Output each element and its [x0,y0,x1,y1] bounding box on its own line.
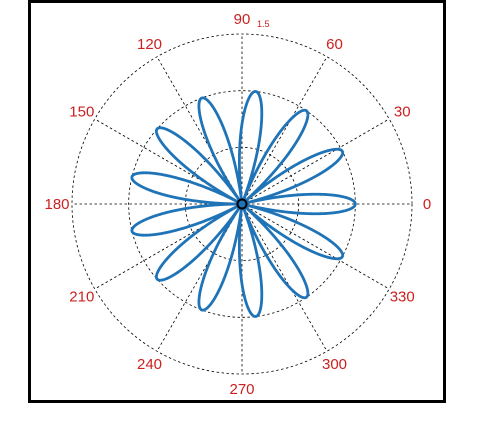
angle-label-180: 180 [44,196,69,213]
grid-spoke-240 [156,203,243,352]
grid-spoke-330 [241,203,390,290]
angle-label-30: 30 [394,104,411,121]
angle-label-210: 210 [69,289,94,306]
plot-area [130,90,357,318]
angle-label-240: 240 [137,356,162,373]
origin-marker [236,198,248,210]
angle-label-150: 150 [69,104,94,121]
angle-label-330: 330 [390,289,415,306]
angle-label-270: 270 [229,381,254,398]
radial-tick-label-1: 1.5 [257,19,270,29]
grid-spoke-30 [241,118,390,205]
axis-labels: 0 30 60 90 120 150 180 210 240 270 300 330 1.5 [44,11,431,398]
angle-label-300: 300 [322,356,347,373]
grid-spoke-120 [156,56,243,205]
grid-spoke-210 [94,203,243,290]
angle-label-0: 0 [423,196,431,213]
grid-spoke-60 [241,56,328,205]
series-line-rose [130,90,357,318]
angle-label-120: 120 [137,36,162,53]
grid-spoke-300 [241,203,328,352]
grid-circle-3 [71,33,413,375]
angle-label-60: 60 [326,36,343,53]
angle-label-90: 90 [234,11,251,28]
grid-spoke-150 [94,118,243,205]
